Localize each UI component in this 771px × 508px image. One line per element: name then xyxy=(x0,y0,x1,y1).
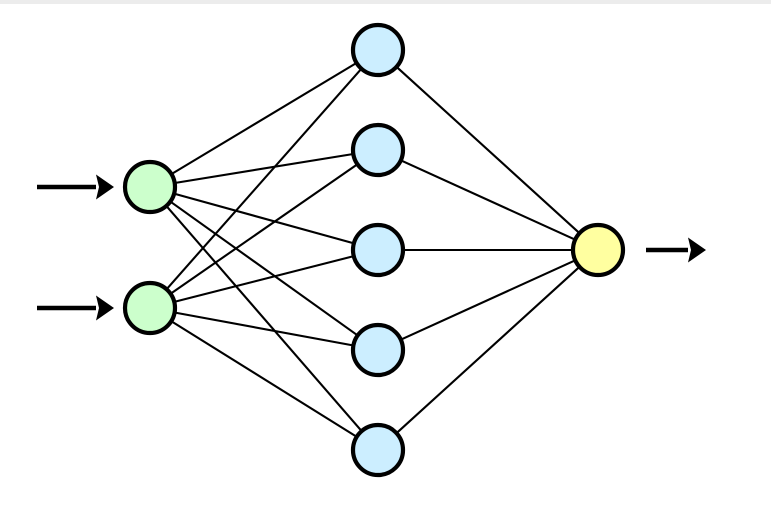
io-arrows-group xyxy=(37,174,706,321)
edge-h2-to-o1 xyxy=(398,158,578,242)
edges-group xyxy=(164,61,582,439)
hidden-node-5[interactable] xyxy=(350,422,406,478)
edge-i2-to-h3 xyxy=(172,254,356,304)
edge-h1-to-o1 xyxy=(394,65,582,235)
output-arrow-1-head xyxy=(688,237,706,263)
input-arrow-2-head xyxy=(96,295,114,321)
edge-i1-to-h5 xyxy=(164,204,364,433)
edge-i2-to-h1 xyxy=(164,66,364,292)
edge-i1-to-h4 xyxy=(168,199,360,338)
output-arrow-1 xyxy=(646,237,706,263)
hidden-node-2[interactable] xyxy=(350,122,406,178)
edge-h4-to-o1 xyxy=(398,258,578,342)
input-node-2[interactable] xyxy=(122,280,178,336)
edge-i1-to-h2 xyxy=(173,152,355,185)
input-arrow-1-head xyxy=(96,174,114,200)
input-node-1[interactable] xyxy=(122,159,178,215)
edge-h5-to-o1 xyxy=(394,265,582,435)
hidden-node-1[interactable] xyxy=(350,22,406,78)
input-arrow-1 xyxy=(37,174,114,200)
hidden-node-4[interactable] xyxy=(350,322,406,378)
hidden-node-3[interactable] xyxy=(350,222,406,278)
nodes-group xyxy=(122,22,626,478)
edge-i2-to-h2 xyxy=(168,162,360,296)
edge-i1-to-h3 xyxy=(172,192,356,245)
input-arrow-2 xyxy=(37,295,114,321)
output-node-1[interactable] xyxy=(570,222,626,278)
edge-i2-to-h4 xyxy=(172,311,356,347)
edge-i1-to-h1 xyxy=(169,61,359,176)
top-edge-band xyxy=(0,0,771,4)
edge-i2-to-h5 xyxy=(169,319,359,439)
